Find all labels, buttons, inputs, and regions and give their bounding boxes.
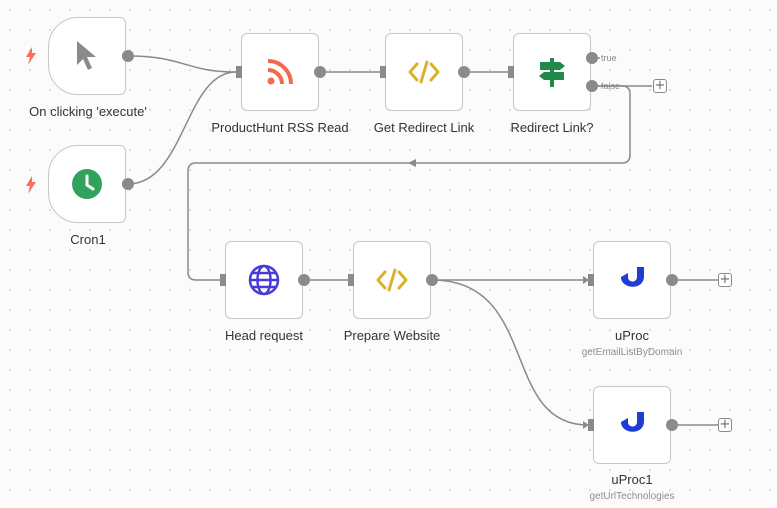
- node-sublabel: getEmailListByDomain: [581, 347, 683, 358]
- add-node-button[interactable]: +: [653, 78, 667, 93]
- edge-manual-to-rss: [127, 55, 237, 73]
- node-get-redirect[interactable]: [385, 33, 463, 111]
- node-label: On clicking 'execute': [29, 104, 147, 119]
- node-label: uProc1: [611, 472, 653, 487]
- node-label: ProductHunt RSS Read: [211, 120, 349, 135]
- add-node-button[interactable]: +: [718, 417, 732, 432]
- node-label: Cron1: [70, 232, 106, 247]
- arrow-into-uproc: [583, 276, 589, 284]
- node-label: Prepare Website: [343, 328, 441, 343]
- edge-cron-to-rss: [127, 71, 237, 185]
- globe-icon: [248, 264, 280, 296]
- node-label: uProc: [615, 328, 649, 343]
- edge-prepare-to-uproc1: [431, 279, 589, 426]
- node-label: Get Redirect Link: [373, 120, 475, 135]
- output-label-false: false: [601, 81, 621, 91]
- rss-icon: [267, 59, 293, 85]
- trigger-bolt-icon: [26, 176, 36, 194]
- node-redirect-if[interactable]: [513, 33, 591, 111]
- node-sublabel: getUrlTechnologies: [589, 491, 675, 502]
- node-prepare-website[interactable]: [353, 241, 431, 319]
- code-icon: [376, 268, 408, 292]
- node-label: Head request: [224, 328, 304, 343]
- add-node-button[interactable]: +: [718, 272, 732, 287]
- trigger-bolt-icon: [26, 47, 36, 65]
- node-manual-trigger[interactable]: [48, 17, 126, 95]
- clock-icon: [72, 169, 102, 199]
- pointer-icon: [77, 41, 96, 70]
- arrow-mid-false: [408, 159, 416, 167]
- code-icon: [408, 60, 440, 84]
- node-uproc1[interactable]: [593, 386, 671, 464]
- node-rss-read[interactable]: [241, 33, 319, 111]
- node-label: Redirect Link?: [510, 120, 594, 135]
- node-uproc[interactable]: [593, 241, 671, 319]
- signpost-icon: [539, 58, 565, 87]
- arrow-into-uproc1: [583, 421, 589, 429]
- node-head-request[interactable]: [225, 241, 303, 319]
- uproc-icon: [621, 412, 644, 432]
- node-cron[interactable]: [48, 145, 126, 223]
- uproc-icon: [621, 267, 644, 287]
- output-label-true: true: [601, 53, 617, 63]
